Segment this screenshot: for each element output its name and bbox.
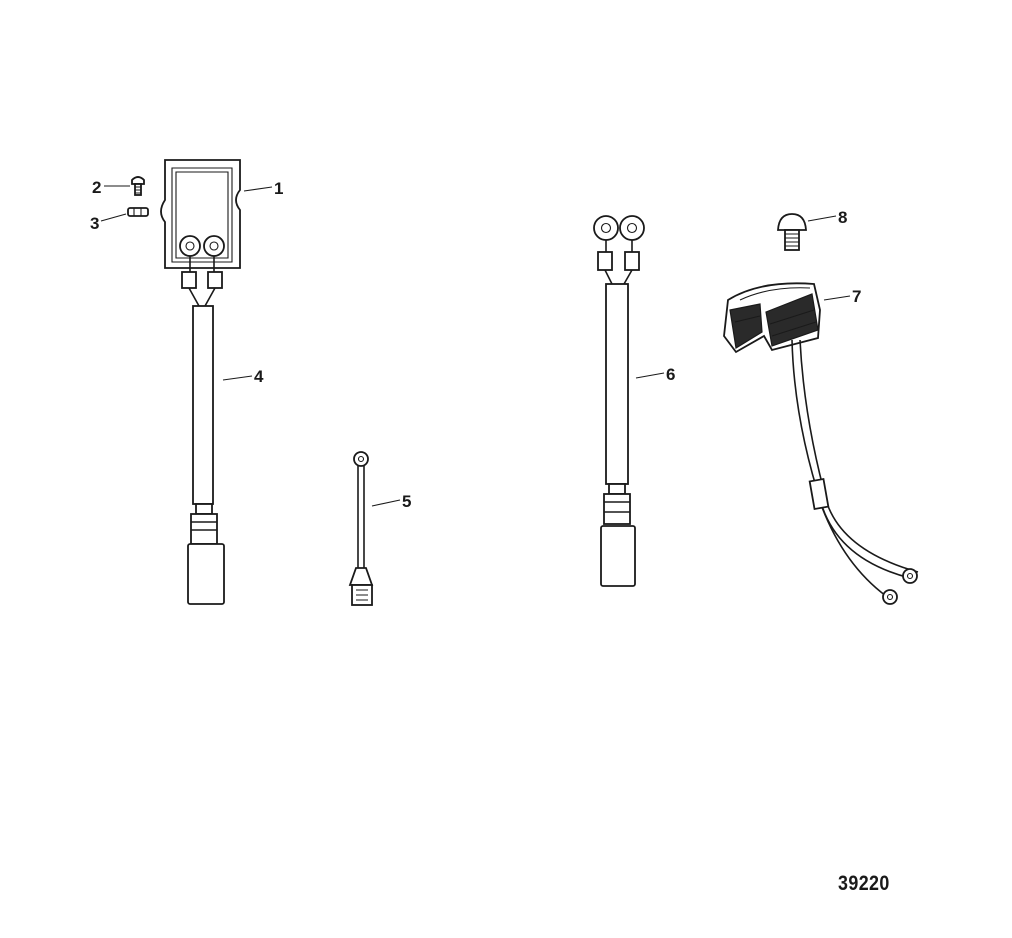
part-5-ground-lead	[348, 451, 374, 606]
callout-8: 8	[838, 208, 847, 227]
part-1-rectifier	[160, 159, 241, 307]
callout-2: 2	[92, 178, 101, 197]
figure-number: 39220	[838, 872, 890, 895]
part-8-bolt	[777, 213, 807, 251]
callout-6: 6	[666, 365, 675, 384]
part-4-lead-cable	[187, 305, 225, 605]
callout-4: 4	[254, 367, 264, 386]
part-2-screw	[131, 176, 145, 196]
callout-3: 3	[90, 214, 99, 233]
callout-7: 7	[852, 287, 861, 306]
callout-1: 1	[274, 179, 283, 198]
leader-lines	[100, 185, 851, 507]
callout-5: 5	[402, 492, 411, 511]
part-7-switch-assembly	[723, 282, 919, 605]
part-6-lead-cable	[593, 215, 645, 587]
part-3-nut	[127, 207, 149, 217]
